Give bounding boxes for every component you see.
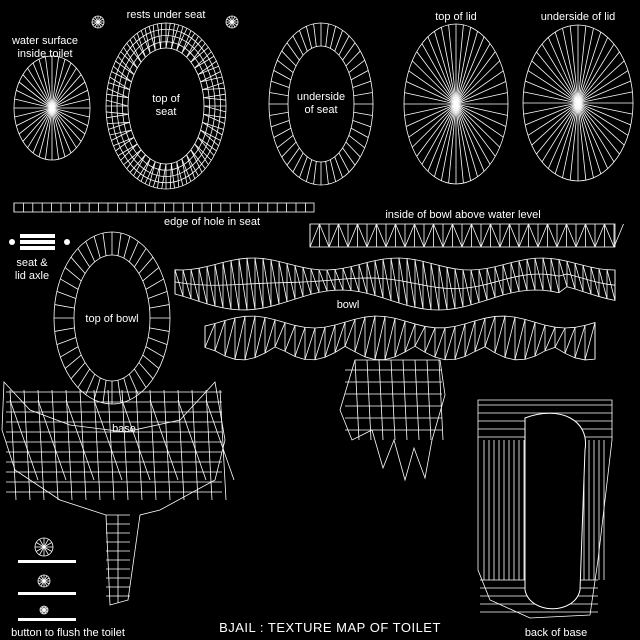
inside-of-bowl-label: inside of bowl above water level (385, 209, 540, 221)
wireframe-shapes (1, 15, 634, 621)
water-surface-disc (13, 55, 91, 161)
rests-under-seat-left-pad (91, 15, 105, 29)
top-of-seat-ring (105, 22, 227, 190)
top-of-lid-label: top of lid (435, 11, 477, 23)
seat-lid-axle (9, 234, 70, 250)
base-mesh (1, 381, 235, 606)
bowl-upper-mesh (174, 257, 616, 311)
flush-button-bar-3 (18, 618, 76, 621)
bowl-label: bowl (337, 299, 360, 311)
seat-lid-axle-label-line2: lid axle (15, 270, 49, 282)
rests-under-seat-right-pad (225, 15, 239, 29)
seat-lid-axle-label-line1: seat & (16, 257, 48, 269)
edge-of-hole-label: edge of hole in seat (164, 216, 260, 228)
top-of-lid-disc (403, 23, 509, 185)
flush-button-label: button to flush the toilet (11, 627, 125, 639)
top-of-bowl-ring (53, 231, 171, 405)
underside-of-seat-label-line1: underside (297, 91, 345, 103)
back-of-base-mesh (477, 399, 613, 619)
top-of-bowl-label: top of bowl (85, 313, 138, 325)
back-of-base-label: back of base (525, 627, 587, 639)
top-of-seat-label-line2: seat (156, 106, 177, 118)
edge-of-hole-strip (13, 202, 315, 213)
rests-under-seat-label: rests under seat (127, 9, 206, 21)
underside-of-seat-ring (268, 22, 374, 186)
water-surface-label-line1: water surface (11, 35, 78, 47)
flush-button-bottom (39, 605, 49, 615)
flush-button-top (34, 537, 54, 557)
flush-button-middle (37, 574, 51, 588)
bowl-lower-mesh (204, 315, 596, 482)
inside-of-bowl-strip (309, 223, 624, 248)
underside-of-lid-disc (522, 24, 634, 182)
underside-of-seat-label-line2: of seat (304, 104, 337, 116)
page-title: BJAIL : TEXTURE MAP OF TOILET (219, 620, 441, 635)
top-of-seat-label-line1: top of (152, 93, 180, 105)
flush-button-bar-2 (18, 592, 76, 595)
underside-of-lid-label: underside of lid (541, 11, 616, 23)
flush-button-bar-1 (18, 560, 76, 563)
